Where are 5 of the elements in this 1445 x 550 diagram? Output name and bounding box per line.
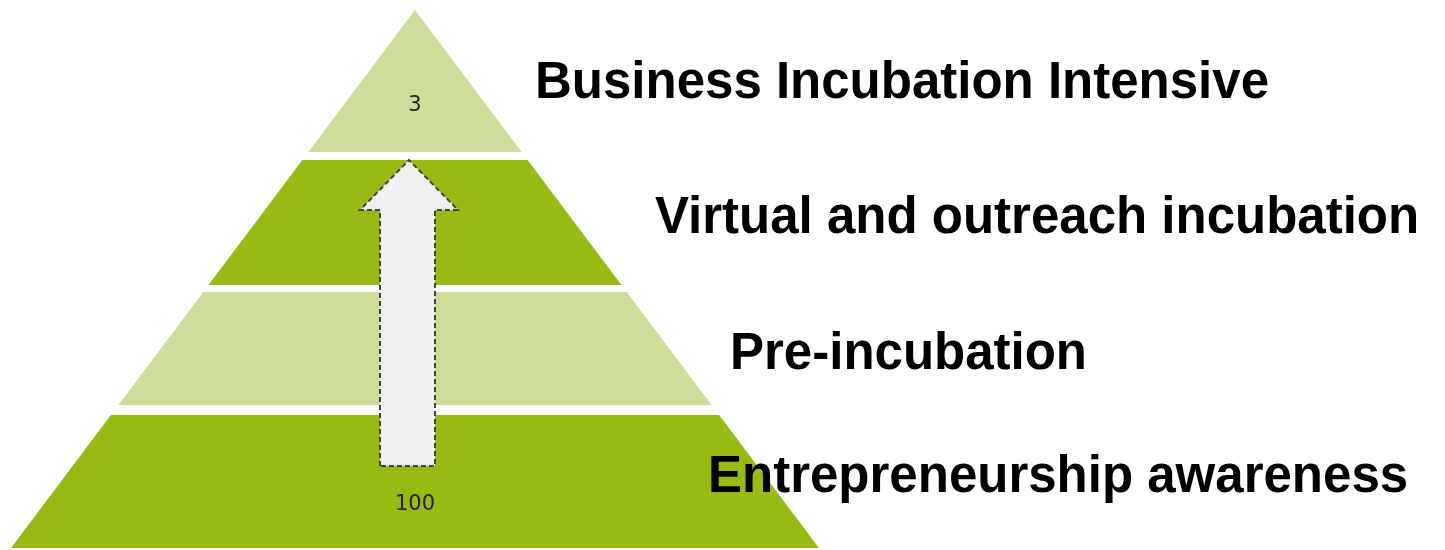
tier-value: 100: [394, 490, 436, 515]
tier-label: Pre-incubation: [730, 326, 1088, 377]
tier-value: 3: [408, 91, 422, 116]
tier-label: Business Incubation Intensive: [535, 55, 1269, 106]
tier-label: Virtual and outreach incubation: [655, 190, 1420, 241]
